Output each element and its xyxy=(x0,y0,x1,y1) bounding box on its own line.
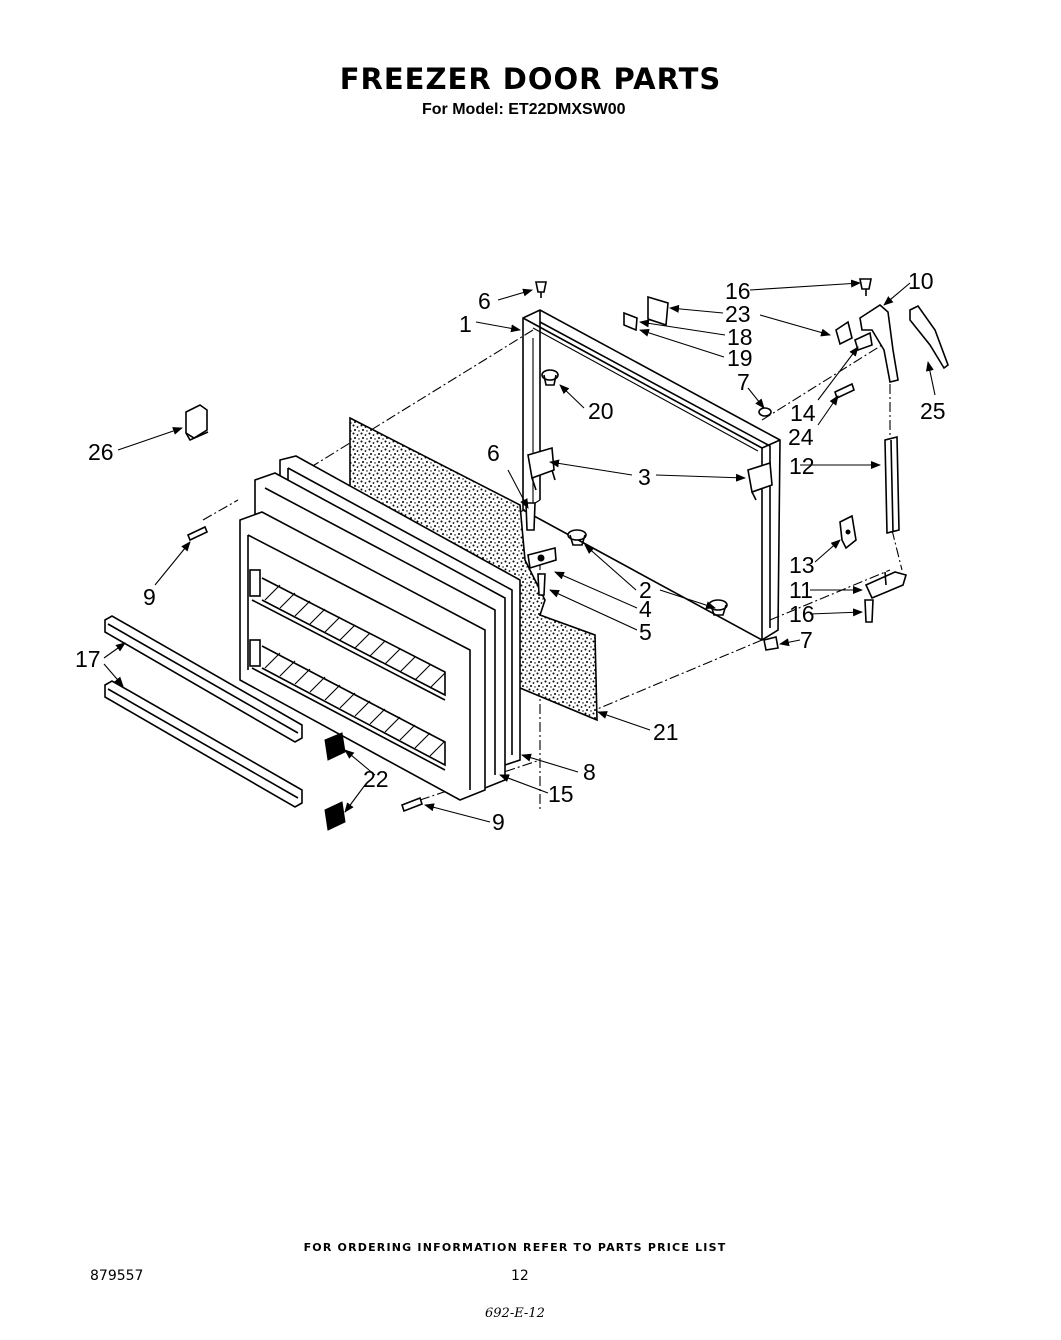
handwritten-note: 692-E-12 xyxy=(485,1306,545,1321)
callout-10: 10 xyxy=(908,268,934,294)
callout-16-bottom: 16 xyxy=(789,601,815,627)
callout-16-top: 16 xyxy=(725,278,751,304)
callout-26: 26 xyxy=(88,439,114,465)
callout-7: 7 xyxy=(737,369,750,395)
callout-20: 20 xyxy=(588,398,614,424)
page-number: 12 xyxy=(511,1268,529,1284)
callout-8: 8 xyxy=(583,759,596,785)
callout-numbers: 1 2 3 4 5 6 6 7 7 8 9 9 10 11 12 13 14 1… xyxy=(75,268,946,835)
model-subtitle: For Model: ET22DMXSW00 xyxy=(422,101,626,118)
top-hinge xyxy=(854,303,949,383)
leader-lines xyxy=(103,279,936,823)
callout-21: 21 xyxy=(653,719,679,745)
ordering-note: FOR ORDERING INFORMATION REFER TO PARTS … xyxy=(303,1241,727,1254)
callout-17: 17 xyxy=(75,646,101,672)
inner-door-liner xyxy=(239,472,506,801)
shelf-end-caps xyxy=(324,732,346,831)
callout-6: 6 xyxy=(478,288,491,314)
callout-1: 1 xyxy=(459,311,472,337)
callout-4: 4 xyxy=(639,596,652,622)
document-number: 879557 xyxy=(90,1268,144,1284)
callout-7-lower: 7 xyxy=(800,627,813,653)
callout-5: 5 xyxy=(639,619,652,645)
callout-19: 19 xyxy=(727,345,753,371)
callout-11: 11 xyxy=(789,577,813,603)
hinge-brackets xyxy=(527,446,773,570)
callout-25: 25 xyxy=(920,398,946,424)
bottom-hinge xyxy=(839,514,908,600)
callout-13: 13 xyxy=(789,552,815,578)
callout-2: 2 xyxy=(639,577,652,603)
callout-24: 24 xyxy=(788,424,814,450)
door-bracket xyxy=(185,404,209,442)
callout-23: 23 xyxy=(725,301,751,327)
shelf-bars xyxy=(104,615,303,808)
door-handle xyxy=(884,435,900,535)
callout-9-left: 9 xyxy=(143,584,156,610)
callout-22: 22 xyxy=(363,766,389,792)
callout-6-lower: 6 xyxy=(487,440,500,466)
page-title: FREEZER DOOR PARTS xyxy=(339,62,722,96)
callout-14: 14 xyxy=(790,400,816,426)
callout-3: 3 xyxy=(638,464,651,490)
small-parts xyxy=(541,295,853,651)
callout-9-bottom: 9 xyxy=(492,809,505,835)
callout-18: 18 xyxy=(727,324,753,350)
callout-15: 15 xyxy=(548,781,574,807)
callout-12: 12 xyxy=(789,453,815,479)
